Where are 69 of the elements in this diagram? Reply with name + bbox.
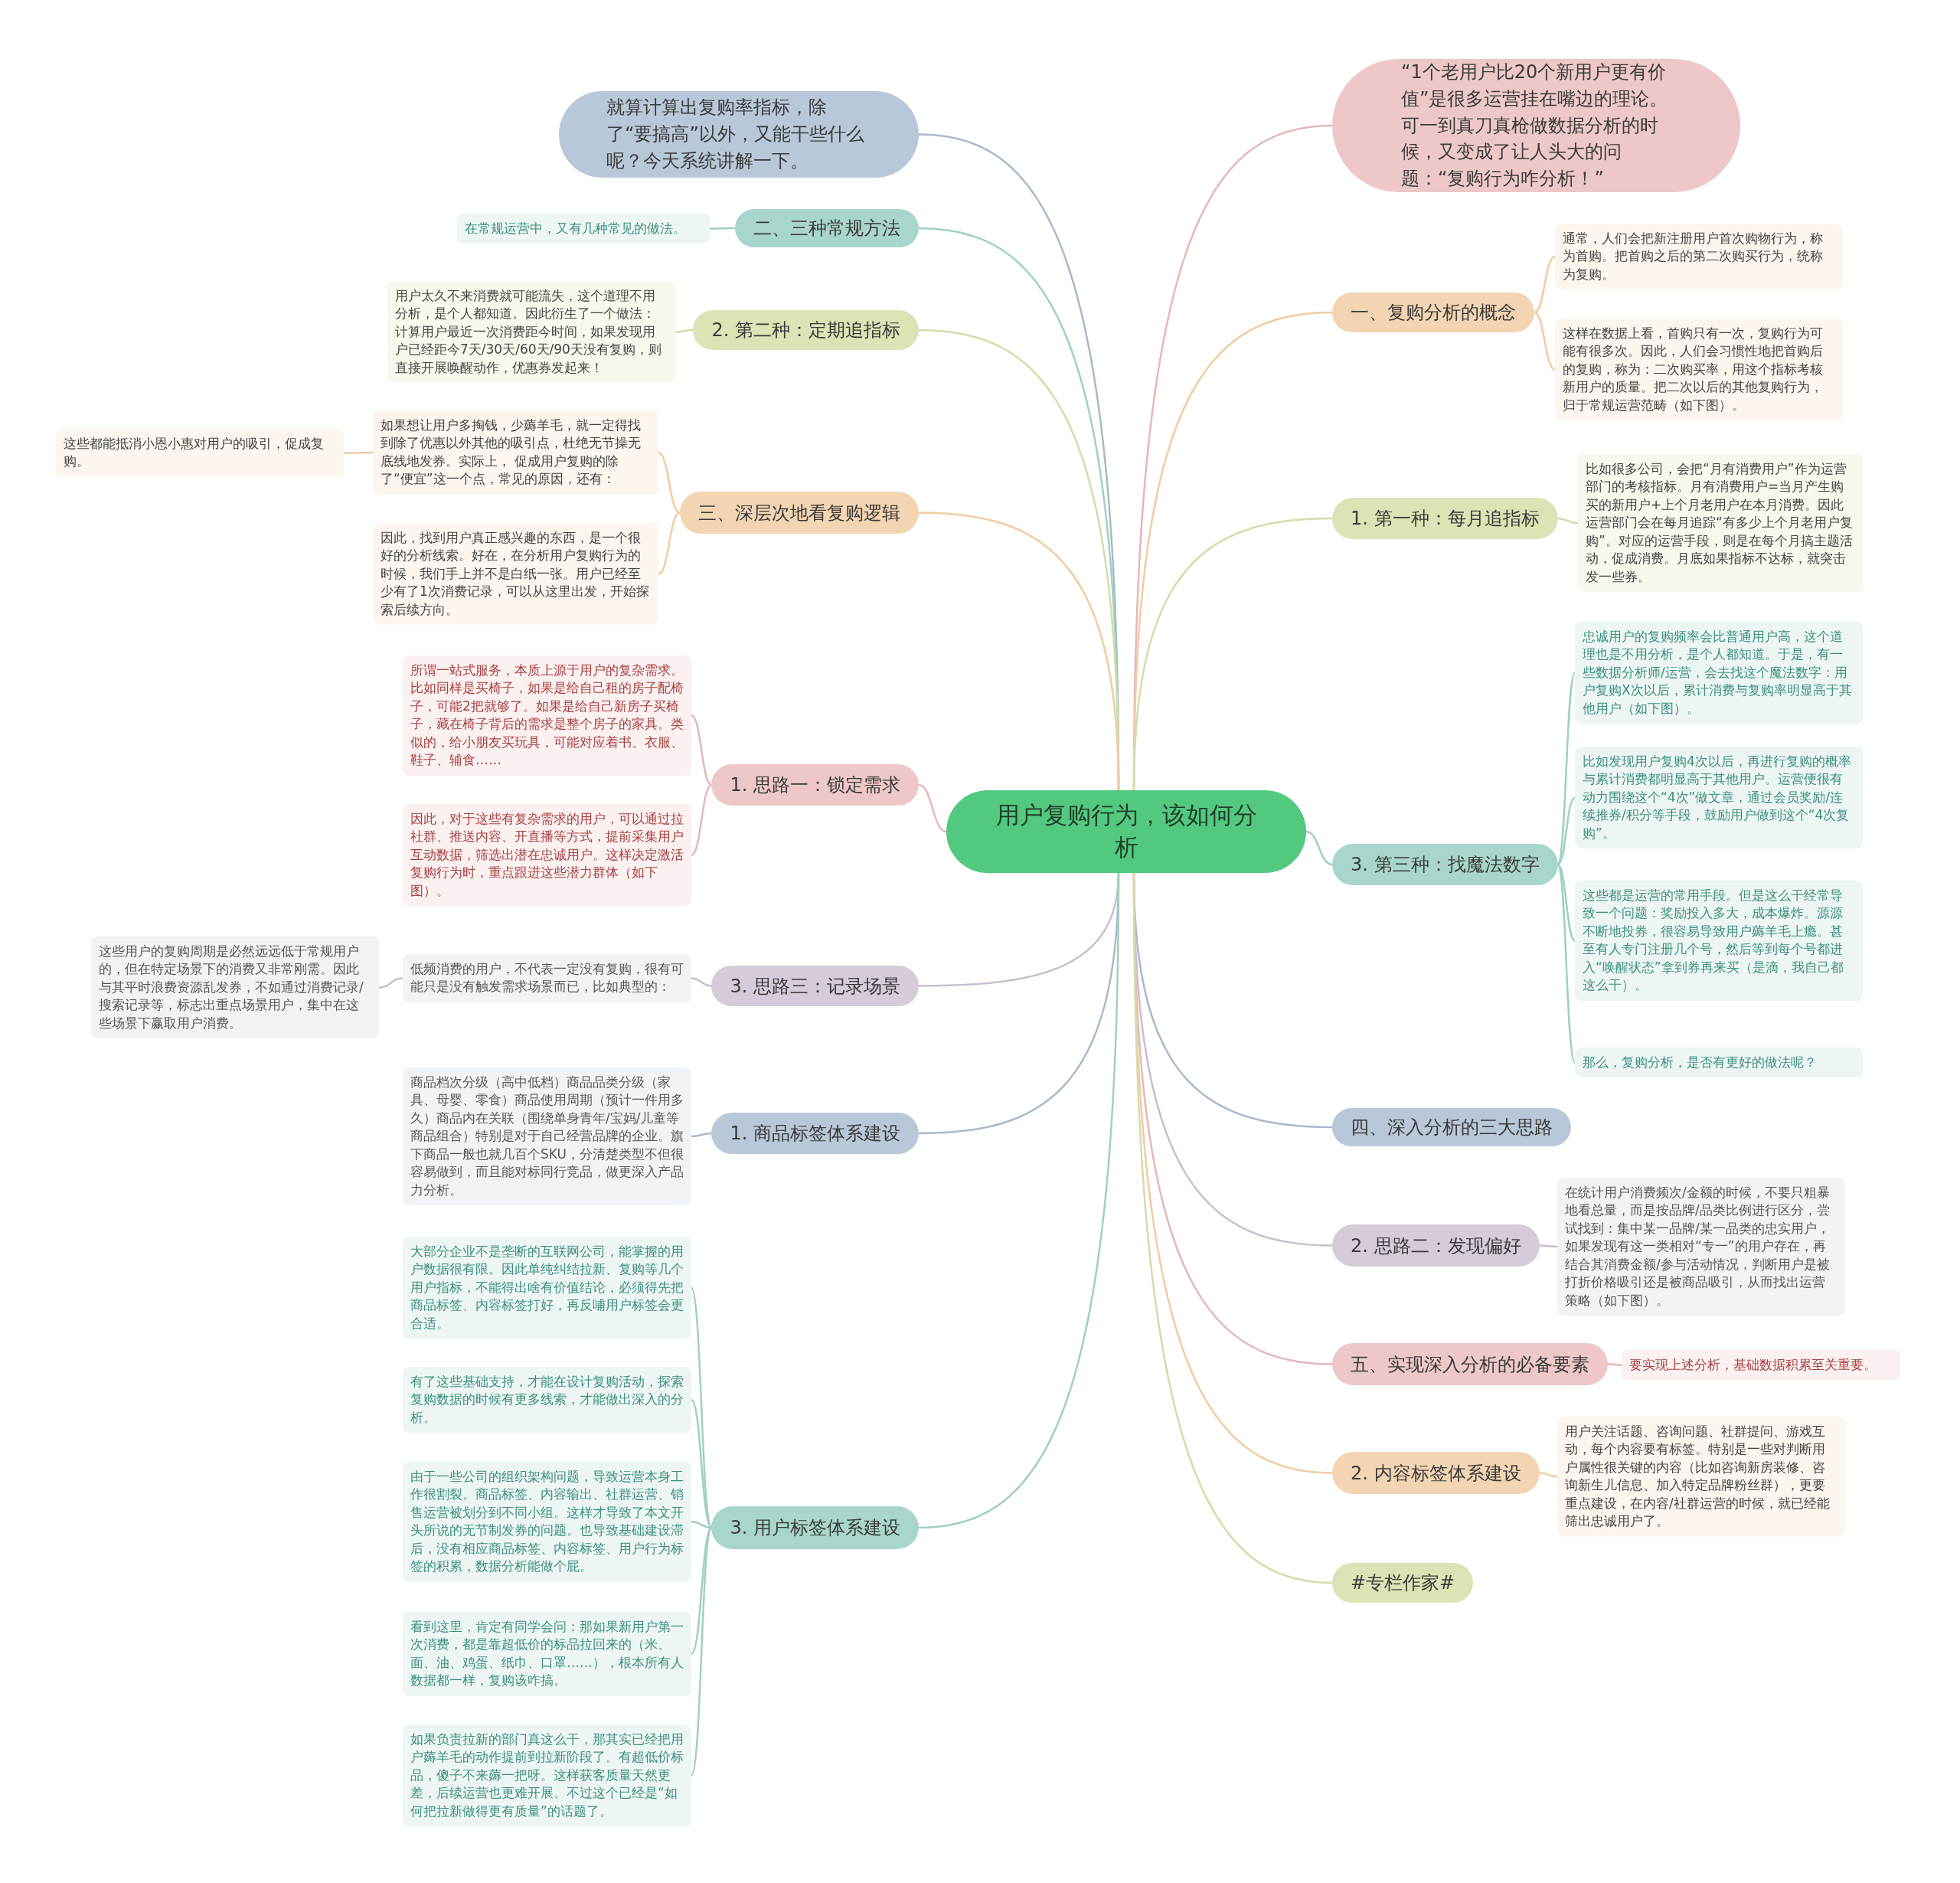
connector-line bbox=[691, 714, 713, 786]
connector-line bbox=[378, 977, 403, 989]
note-card: 这些都能抵消小恩小惠对用户的吸引，促成复购。 bbox=[56, 429, 344, 477]
note-card: 商品档次分级（高中低档）商品品类分级（家具、母婴、零食）商品使用周期（预计一件用多久）商品内在关联（围绕单身青年/宝妈/儿童等商品组合）特别是对于自己经营品牌的企业。旗下商品一般也就几百个SKU，分清楚类型不但很容易做到，而且能对标同行竞品，做更深入产品力分析。 bbox=[403, 1067, 691, 1206]
connector-line bbox=[1305, 830, 1333, 866]
note-card: 那么，复购分析，是否有更好的做法呢？ bbox=[1575, 1048, 1863, 1078]
note-card: 用户关注话题、咨询问题、社群提问、游戏互动，每个内容要有标签。特别是一些对判断用户属性很关键的内容（比如咨询新房装修、咨询新生儿信息、加入特定品牌粉丝群），更要重点建设，在内容/社群运营的时候，就已经能筛出忠诚用户了。 bbox=[1557, 1417, 1845, 1537]
topic-pill: 1. 第一种：每月追指标 bbox=[1332, 498, 1558, 539]
note-card: 低频消费的用户，不代表一定没有复购，很有可能只是没有触发需求场景而已，比如典型的： bbox=[403, 954, 691, 1002]
note-card: 用户太久不来消费就可能流失，这个道理不用分析，是个人都知道。因此衍生了一个做法：计算用户最近一次消费距今时间，如果发现用户已经距今7天/30天/60天/90天没有复购，则直接开展唤醒动作，优惠券发起来！ bbox=[387, 281, 675, 384]
connector-line bbox=[1132, 873, 1333, 1584]
note-card: 通常，人们会把新注册用户首次购物行为，称为首购。把首购之后的第二次购买行为，统称为复购。 bbox=[1555, 224, 1843, 290]
topic-pill: 四、深入分析的三大思路 bbox=[1332, 1108, 1571, 1146]
intro-bubble: “1个老用户比20个新用户更有价值”是很多运营挂在嘴边的理论。可一到真刀真枪做数据分析的时候，又变成了让人头大的问题：“复购行为咋分析！” bbox=[1332, 59, 1740, 192]
topic-pill: #专栏作家# bbox=[1332, 1563, 1474, 1603]
note-card: 忠诚用户的复购频率会比普通用户高，这个道理也是不用分析，是个人都知道。于是，有一些数据分析师/运营，会去找这个魔法数字：用户复购X次以后，累计消费与复购率明显高于其他用户（如下图）。 bbox=[1575, 622, 1863, 724]
topic-pill: 一、复购分析的概念 bbox=[1332, 293, 1534, 332]
connector-line bbox=[1132, 517, 1333, 791]
connector-line bbox=[675, 329, 694, 333]
note-card: 这些用户的复购周期是必然远远低于常规用户的，但在特定场景下的消费又非常刚需。因此与其平时浪费资源乱发券，不如通过消费记录/搜索记录等，标志出重点场景用户，集中在这些场景下赢取用户消费。 bbox=[91, 937, 379, 1039]
connector-line bbox=[691, 1521, 712, 1529]
topic-pill: 三、深层次地看复购逻辑 bbox=[680, 492, 919, 534]
note-card: 比如很多公司，会把“月有消费用户”作为运营部门的考核指标。月有消费用户=当月产生购买的新用户+上个月老用户在本月消费。因此运营部门会在每月追踪“有多少上个月老用户复购”。对应的运营手段，则是在每个月搞主题活动，促成消费。月底如果指标不达标，就突击发一些券。 bbox=[1578, 454, 1863, 593]
note-card: 所谓一站式服务，本质上源于用户的复杂需求。比如同样是买椅子，如果是给自己租的房子配椅子，可能2把就够了。如果是给自己新房子买椅子，藏在椅子背后的需求是整个房子的家具。类似的，给小朋友买玩具，可能对应着书、衣服、鞋子、辅食…… bbox=[403, 655, 691, 776]
connector-line bbox=[1608, 1363, 1622, 1366]
note-card: 比如发现用户复购4次以后，再进行复购的概率与累计消费都明显高于其他用户。运营便很有动力围绕这个“4次”做文章，通过会员奖励/连续推券/积分等手段，鼓励用户做到这个“4次复购”。 bbox=[1575, 747, 1863, 849]
topic-pill: 2. 第二种：定期追指标 bbox=[693, 310, 919, 350]
connector-line bbox=[1557, 517, 1579, 525]
note-card: 要实现上述分析，基础数据积累至关重要。 bbox=[1622, 1350, 1900, 1381]
connector-line bbox=[918, 873, 1120, 1529]
note-card: 有了这些基础支持，才能在设计复购活动，探索复购数据的时候有更多线索，才能做出深入的分析。 bbox=[403, 1367, 691, 1433]
note-card: 这些都是运营的常用手段。但是这么干经常导致一个问题：奖励投入多大，成本爆炸。源源不断地投券，很容易导致用户薅羊毛上瘾。甚至有人专门注册几个号，然后等到每个号都进入“唤醒状态”拿到券再来买（是滴，我自己都这么干）。 bbox=[1575, 881, 1863, 1001]
note-card: 在统计用户消费频次/金额的时候，不要只粗暴地看总量，而是按品牌/品类比例进行区分，尝试找到：集中某一品牌/某一品类的忠实用户，如果发现有这一类相对“专一”的用户存在，再结合其消费金额/参与活动情况，判断用户是被打折价格吸引还是被商品吸引，从而找出运营策略（如下图）。 bbox=[1557, 1178, 1845, 1316]
connector-line bbox=[691, 783, 713, 856]
connector-line bbox=[691, 1132, 712, 1138]
topic-pill: 五、实现深入分析的必备要素 bbox=[1332, 1343, 1608, 1385]
topic-pill: 1. 思路一：锁定需求 bbox=[711, 764, 919, 806]
connector-line bbox=[690, 1527, 713, 1777]
note-card: 由于一些公司的组织架构问题，导致运营本身工作很割裂。商品标签、内容输出、社群运营、销售运营被划分到不同小组。这样才导致了本文开头所说的无节制发券的问题。也导致基础建设滞后，没有相应商品标签、内容标签、用户行为标签的积累，数据分析能做个屁。 bbox=[403, 1462, 691, 1582]
topic-pill: 二、三种常规方法 bbox=[735, 209, 919, 247]
connector-line bbox=[1539, 1244, 1557, 1248]
note-card: 因此，对于这些有复杂需求的用户，可以通过拉社群、推送内容、开直播等方式，提前采集用户互动数据，筛选出潜在忠诚用户。这样决定激活复购行为时，重点跟进这些潜力群体（如下图）。 bbox=[403, 804, 691, 907]
connector-line bbox=[658, 451, 681, 514]
note-card: 在常规运营中，又有几种常见的做法。 bbox=[457, 214, 710, 244]
central-topic: 用户复购行为，该如何分析 bbox=[946, 790, 1306, 873]
connector-line bbox=[1557, 796, 1576, 866]
connector-line bbox=[918, 512, 1120, 791]
connector-line bbox=[918, 783, 947, 833]
note-card: 因此，找到用户真正感兴趣的东西，是一个很好的分析线索。好在，在分析用户复购行为的时候，我们手上并不是白纸一张。用户已经至少有了1次消费记录，可以从这里出发，开始探索后续方向。 bbox=[373, 523, 658, 626]
connector-line bbox=[344, 451, 373, 454]
connector-line bbox=[691, 977, 712, 987]
topic-pill: 2. 内容标签体系建设 bbox=[1332, 1452, 1540, 1494]
connector-line bbox=[1539, 1472, 1558, 1478]
connector-line bbox=[1557, 672, 1576, 865]
connector-line bbox=[1557, 864, 1576, 942]
topic-pill: 3. 第三种：找魔法数字 bbox=[1332, 844, 1558, 885]
intro-bubble: 就算计算出复购率指标，除了“要搞高”以外，又能干些什么呢？今天系统讲解一下。 bbox=[559, 91, 919, 178]
topic-pill: 3. 用户标签体系建设 bbox=[711, 1506, 919, 1549]
connector-line bbox=[1534, 256, 1556, 314]
note-card: 如果负责拉新的部门真这么干，那其实已经把用户薅羊毛的动作提前到拉新阶段了。有超低价标品，傻子不来薅一把呀。这样获客质量天然更差，后续运营也更难开展。不过这个已经是“如何把拉新做得更有质量”的话题了。 bbox=[403, 1724, 691, 1827]
note-card: 如果想让用户多掏钱，少薅羊毛，就一定得找到除了优惠以外其他的吸引点，杜绝无节操无底线地发券。实际上， 促成用户复购的除了“便宜”这一个点，常见的原因，还有： bbox=[373, 410, 658, 495]
topic-pill: 2. 思路二：发现偏好 bbox=[1332, 1224, 1540, 1267]
topic-pill: 3. 思路三：记录场景 bbox=[711, 966, 919, 1006]
note-card: 大部分企业不是垄断的互联网公司，能掌握的用户数据很有限。因此单纯纠结拉新、复购等几个用户指标，不能得出啥有价值结论，必须得先把商品标签、内容标签打好，再反哺用户标签会更合适。 bbox=[403, 1237, 691, 1339]
connector-line bbox=[710, 227, 735, 230]
topic-pill: 1. 商品标签体系建设 bbox=[711, 1113, 919, 1154]
connector-line bbox=[658, 512, 681, 575]
note-card: 看到这里，肯定有同学会问：那如果新用户第一次消费，都是靠超低价的标品拉回来的（米、面、油、鸡蛋、纸巾、口罩……），根本所有人数据都一样，复购该咋搞。 bbox=[403, 1612, 691, 1696]
note-card: 这样在数据上看，首购只有一次，复购行为可能有很多次。因此，人们会习惯性地把首购后的复购，称为：二次购买率，用这个指标考核新用户的质量。把二次以后的其他复购行为，归于常规运营范畴（如下图）。 bbox=[1555, 319, 1843, 421]
